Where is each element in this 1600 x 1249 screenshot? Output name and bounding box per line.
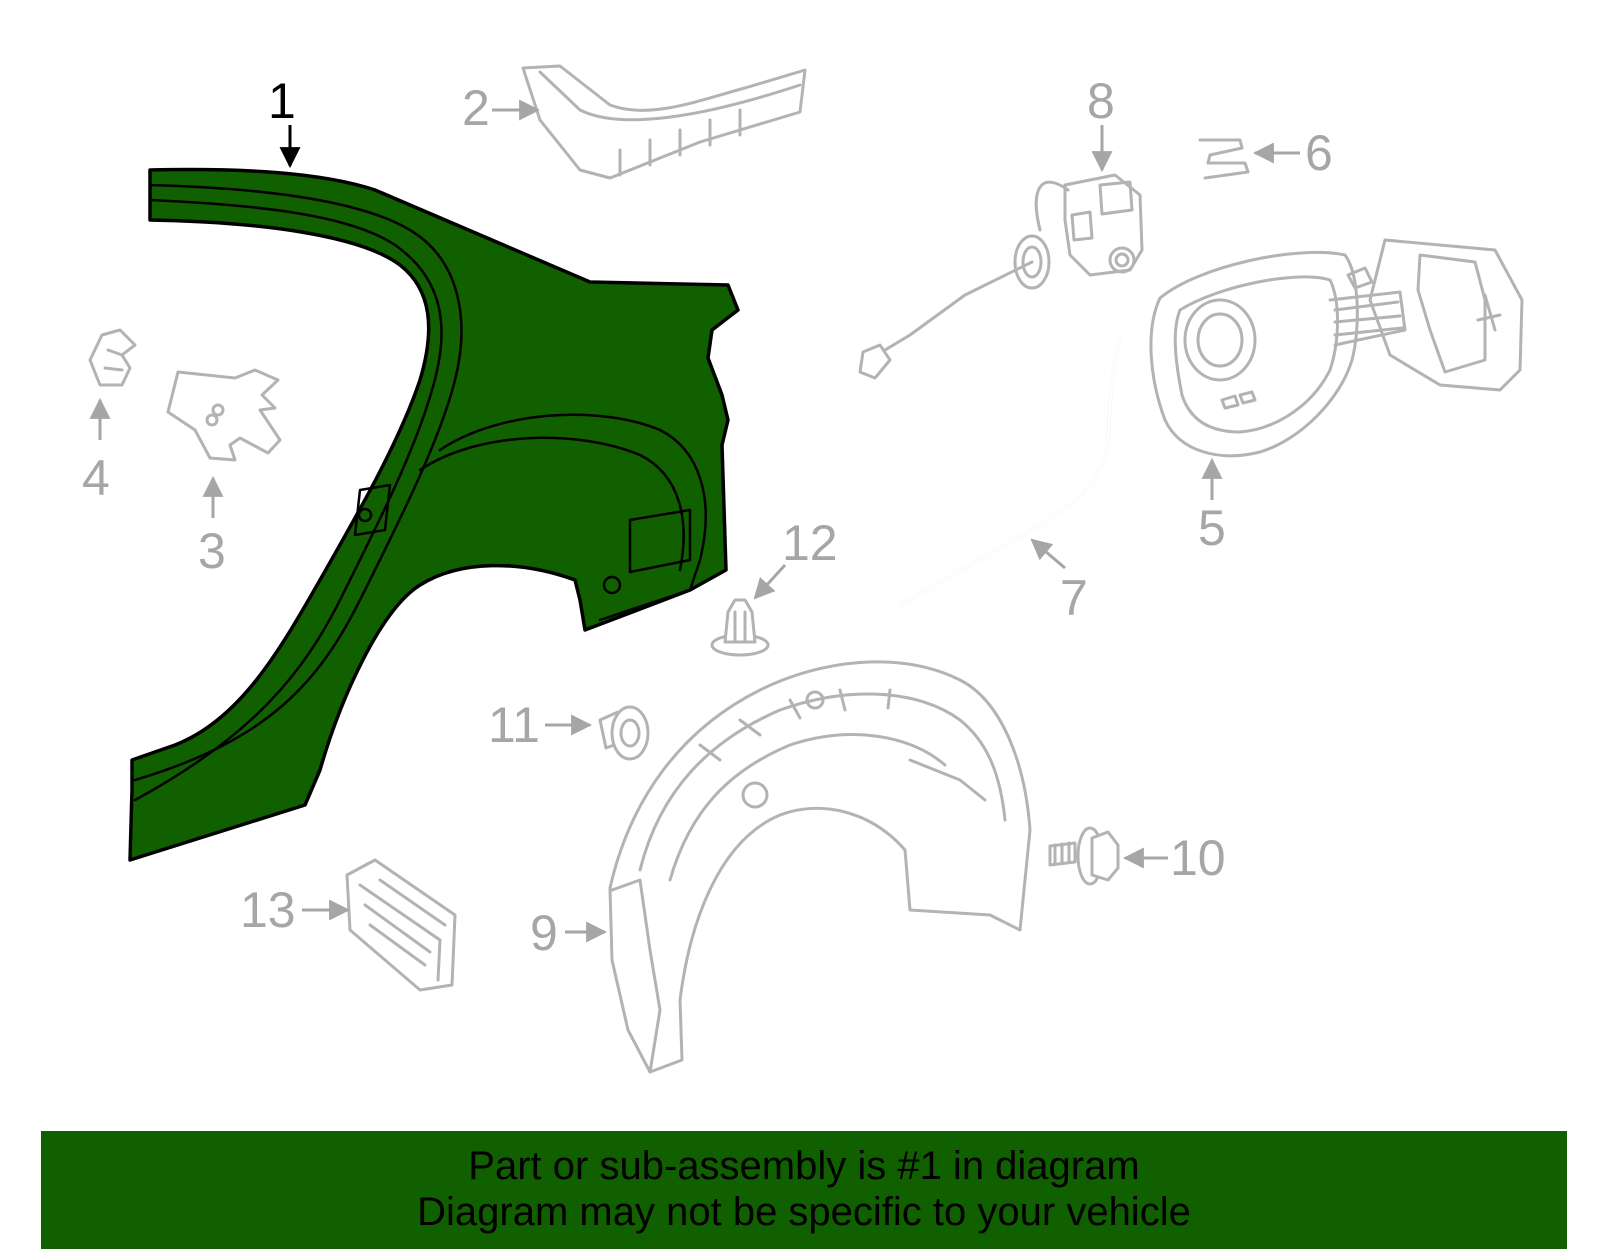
part-6-spring[interactable] — [1198, 138, 1250, 180]
callout-9: 9 — [530, 905, 558, 961]
part-2-bracket[interactable] — [521, 64, 807, 180]
callout-4: 4 — [82, 450, 110, 506]
callout-3: 3 — [198, 523, 226, 579]
part-13-trim-piece[interactable] — [345, 858, 457, 992]
part-5-fuel-door[interactable] — [1149, 238, 1524, 458]
parts-diagram: 1 2 3 4 5 6 — [82, 64, 1524, 1074]
part-10-bolt[interactable] — [1048, 826, 1120, 886]
banner-line-1: Part or sub-assembly is #1 in diagram — [468, 1144, 1140, 1188]
callout-8: 8 — [1087, 73, 1115, 129]
part-1-quarter-panel[interactable] — [128, 167, 740, 862]
callout-7: 7 — [1060, 570, 1088, 626]
callout-12: 12 — [782, 515, 838, 571]
banner-line-2: Diagram may not be specific to your vehi… — [417, 1190, 1191, 1234]
callout-2: 2 — [462, 80, 490, 136]
part-4-clip[interactable] — [88, 328, 137, 387]
callout-10: 10 — [1170, 830, 1226, 886]
callout-6: 6 — [1305, 125, 1333, 181]
part-7-rod[interactable] — [898, 336, 1122, 607]
part-9-wheelhouse-liner[interactable] — [608, 660, 1032, 1074]
part-3-reinforcement[interactable] — [166, 368, 282, 462]
part-8-actuator[interactable] — [858, 173, 1144, 380]
callout-13: 13 — [240, 882, 296, 938]
info-banner: Part or sub-assembly is #1 in diagram Di… — [41, 1131, 1567, 1249]
part-11-push-pin[interactable] — [598, 705, 650, 761]
part-12-clip-fastener[interactable] — [710, 598, 770, 657]
callout-1: 1 — [268, 73, 296, 129]
callout-5: 5 — [1198, 500, 1226, 556]
callout-11: 11 — [488, 697, 540, 753]
